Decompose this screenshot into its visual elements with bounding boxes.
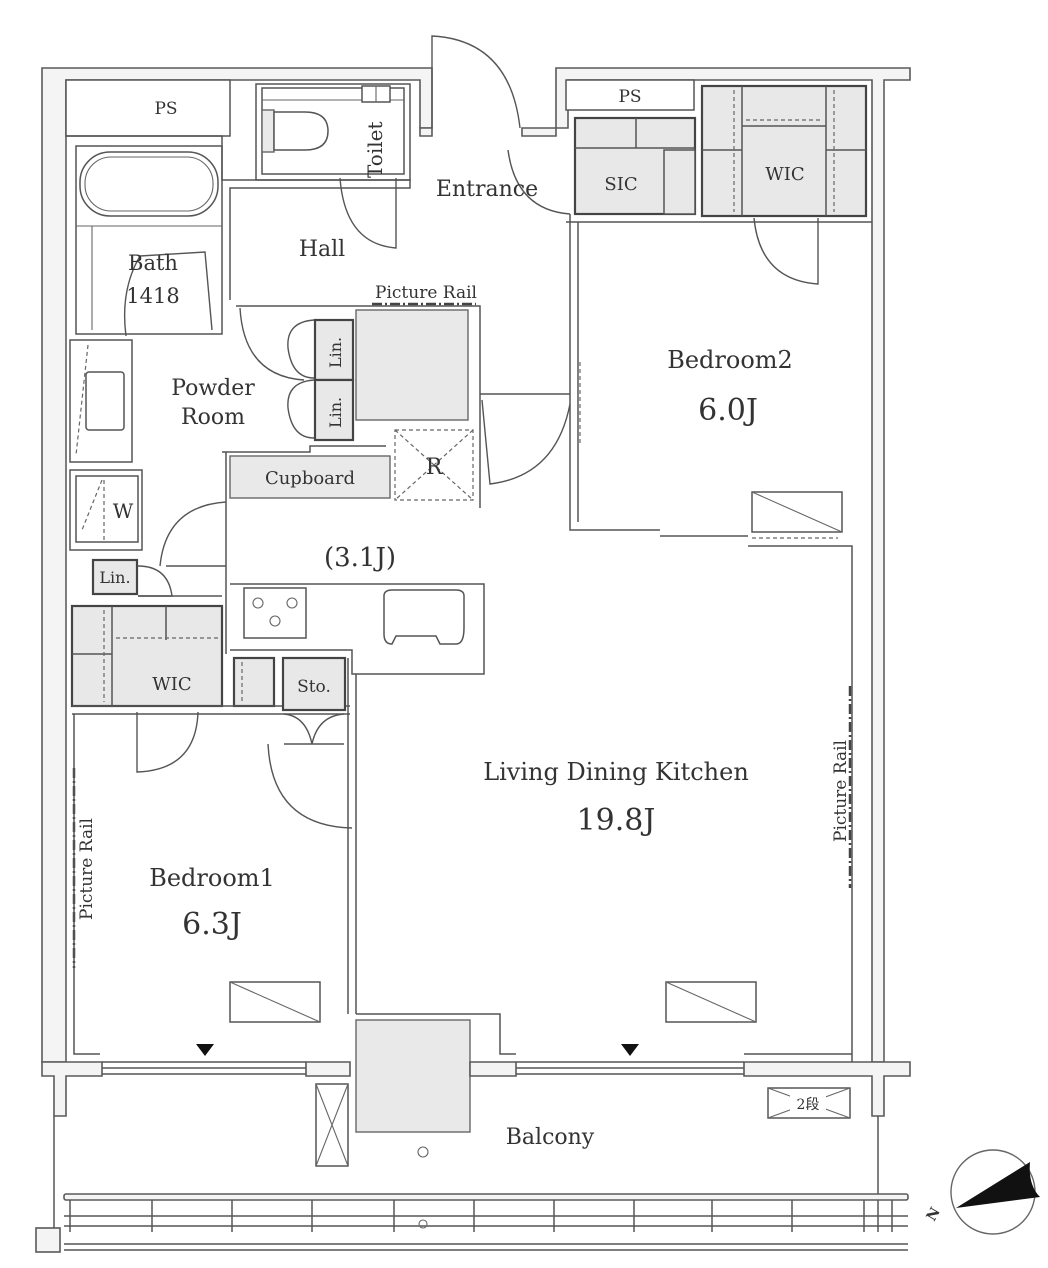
- picture-rail-top-label: Picture Rail: [375, 283, 477, 303]
- washer-icon: [75, 475, 139, 543]
- step-marker: [767, 1087, 851, 1119]
- toilet-door[interactable]: [339, 177, 397, 249]
- toilet-tank-icon: [261, 109, 275, 153]
- windows: [41, 1061, 911, 1117]
- stove-icon: [243, 587, 307, 639]
- compass: [950, 1149, 1040, 1235]
- bath-size-label: 1418: [126, 284, 179, 308]
- cupboard-label: Cupboard: [265, 468, 355, 489]
- balcony-railing: [35, 1193, 909, 1253]
- front-door[interactable]: [431, 35, 521, 129]
- kitchen-counter: [230, 583, 485, 675]
- kitchen-sink-icon: [383, 589, 465, 645]
- ldk-label: Living Dining Kitchen: [483, 758, 749, 786]
- outer-walls: [41, 67, 911, 1063]
- bedroom1-window-marker-icon: [196, 1044, 214, 1056]
- toilet-label: Toilet: [363, 122, 387, 179]
- powder-room-label-1: Powder: [171, 376, 255, 401]
- sic-door[interactable]: [507, 149, 571, 215]
- compass-north-label: N: [924, 1205, 944, 1224]
- wic-top-storage: [700, 84, 868, 285]
- toilet-bowl-icon: [273, 111, 329, 151]
- ac-outdoor-unit-area: [355, 1019, 471, 1133]
- hall-storage: [355, 309, 469, 421]
- lin-2-label: Lin.: [326, 397, 345, 428]
- wic-top-label: WIC: [765, 164, 804, 185]
- picture-rail-left-label: Picture Rail: [77, 818, 97, 920]
- balcony-label: Balcony: [506, 1125, 595, 1150]
- entrance-label: Entrance: [436, 177, 538, 202]
- bedroom2-size: 6.0J: [698, 393, 758, 428]
- lin-1-label: Lin.: [326, 337, 345, 368]
- sink-icon: [85, 371, 125, 431]
- picture-rail-right-label: Picture Rail: [831, 740, 851, 842]
- ps-right-area: [565, 79, 695, 111]
- bath-door[interactable]: [139, 251, 213, 331]
- linen-cabinets: [287, 318, 355, 442]
- storage-label: Sto.: [297, 677, 331, 697]
- powder-room-label-2: Room: [181, 405, 245, 430]
- ldk-window-marker-icon: [621, 1044, 639, 1056]
- north-arrow-icon: [956, 1162, 1040, 1208]
- bath-label: Bath: [128, 251, 178, 275]
- bedroom2-door[interactable]: [481, 399, 571, 485]
- ps-left-area: [65, 79, 231, 137]
- refrigerator-space: [394, 429, 474, 501]
- cupboard: [229, 455, 391, 499]
- wic-bottom-storage: [70, 604, 276, 708]
- kitchen-size-label: (3.1J): [324, 543, 396, 573]
- bedroom2-label: Bedroom2: [667, 346, 793, 374]
- step-label: 2段: [797, 1097, 820, 1113]
- balcony-vent: [315, 1083, 349, 1167]
- washer-area: [69, 469, 143, 551]
- bathtub-icon: [79, 151, 219, 217]
- bedroom1-label: Bedroom1: [149, 864, 275, 892]
- lin-3-cabinet: [91, 558, 139, 596]
- kitchen-door[interactable]: [159, 501, 227, 567]
- entrance-area: [431, 35, 571, 215]
- wic-bottom-door[interactable]: [136, 711, 199, 773]
- wic-top-door[interactable]: [753, 217, 819, 285]
- refrigerator-label: R: [426, 455, 444, 480]
- powder-room-door[interactable]: [239, 307, 305, 381]
- storage-doors[interactable]: [283, 713, 345, 745]
- drain-icon: [417, 1146, 429, 1158]
- bath-room: [75, 145, 223, 337]
- hall-label: Hall: [299, 237, 345, 262]
- ldk-size: 19.8J: [577, 803, 656, 838]
- washer-label: W: [113, 499, 134, 523]
- storage-closet: [281, 656, 347, 712]
- sic-label: SIC: [604, 174, 637, 195]
- bedroom1-door[interactable]: [267, 743, 353, 829]
- toilet-room: [255, 83, 411, 249]
- vanity: [69, 339, 133, 463]
- lin-3-label: Lin.: [99, 568, 130, 587]
- bedroom1-size: 6.3J: [182, 907, 242, 942]
- ps-right-label: PS: [618, 87, 641, 107]
- sic-storage: [573, 116, 697, 216]
- ps-left-label: PS: [154, 99, 177, 119]
- wic-bottom-label: WIC: [152, 674, 191, 695]
